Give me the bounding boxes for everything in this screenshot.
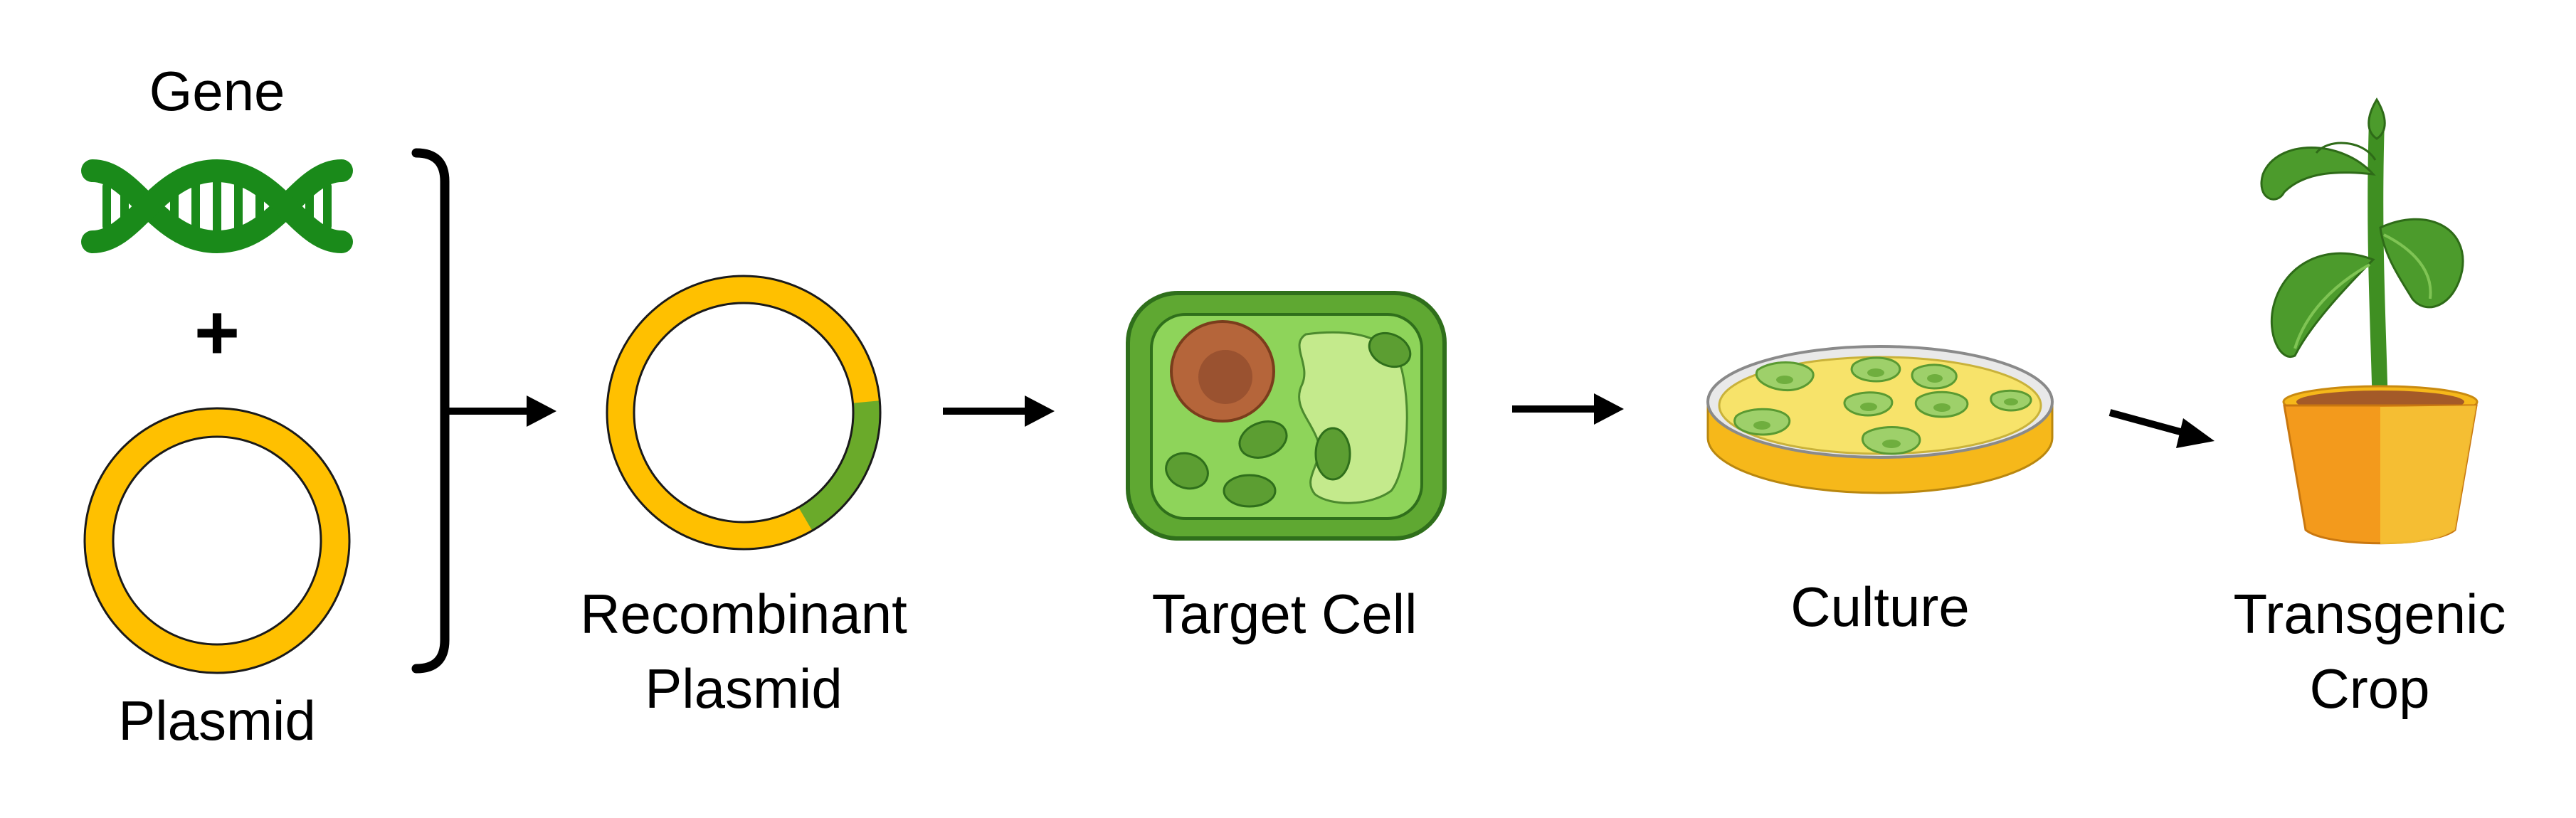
- combine-bracket: [411, 148, 450, 674]
- plus-sign: +: [194, 289, 240, 376]
- recombinant-plasmid-ring: [606, 275, 882, 551]
- arrow-right-icon: [445, 395, 556, 427]
- transgenic-label-line1: Transgenic: [2234, 583, 2506, 645]
- plasmid-ring: [83, 407, 351, 674]
- recombinant-label-line1: Recombinant: [580, 583, 907, 645]
- potted-plant-icon: [2260, 97, 2479, 545]
- recombinant-label-line2: Plasmid: [645, 657, 842, 720]
- dna-icon: [81, 159, 353, 254]
- arrow-right-icon: [2108, 409, 2215, 448]
- gene-label: Gene: [149, 60, 285, 122]
- arrow-right-icon: [943, 395, 1055, 427]
- arrow-right-icon: [1512, 393, 1624, 425]
- plant-cell-icon: [1126, 291, 1447, 541]
- culture-label: Culture: [1790, 575, 1969, 638]
- plasmid-label: Plasmid: [118, 689, 315, 752]
- petri-dish-icon: [1706, 345, 2054, 494]
- target-cell-label: Target Cell: [1152, 583, 1418, 645]
- transgenic-label-line2: Crop: [2309, 657, 2429, 720]
